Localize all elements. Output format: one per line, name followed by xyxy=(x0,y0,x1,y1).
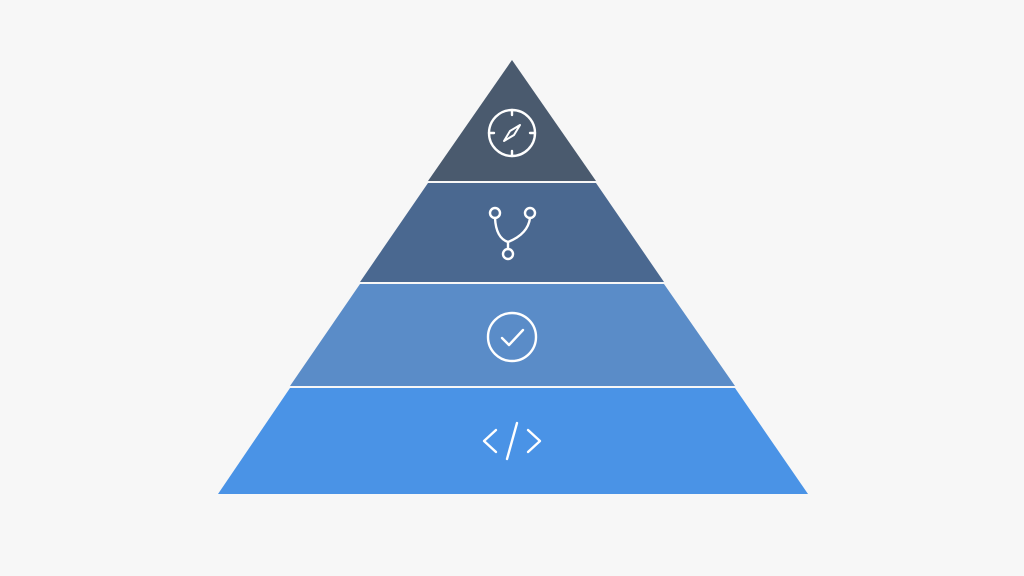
pyramid-tier-third xyxy=(290,284,735,386)
compass-icon xyxy=(487,108,537,158)
pyramid-tier-bottom xyxy=(218,388,808,494)
tier-top-shape xyxy=(428,60,596,181)
branch-icon xyxy=(488,206,537,261)
tier-second-shape xyxy=(360,183,664,282)
pyramid-tier-top xyxy=(428,60,596,181)
pyramid-tier-second xyxy=(360,183,664,282)
tier-third-shape xyxy=(290,284,735,386)
code-icon xyxy=(482,421,542,461)
check-circle-icon xyxy=(486,311,538,363)
